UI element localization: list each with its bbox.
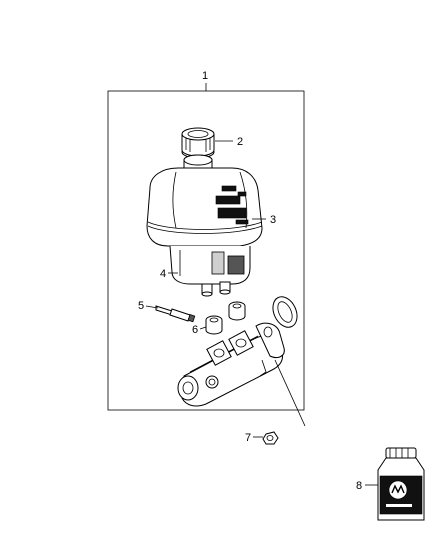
callout-2: 2 [215, 136, 243, 148]
callout-5-label: 5 [138, 300, 144, 312]
callout-4-label: 4 [160, 268, 166, 280]
level-sensor [155, 305, 196, 323]
callout-1-label: 1 [202, 70, 208, 82]
callout-6-label: 6 [192, 324, 198, 336]
mopar-logo-icon [388, 480, 408, 500]
callout-6-leader [199, 326, 207, 330]
callout-6: 6 [192, 324, 207, 336]
callout-8-label: 8 [356, 480, 362, 492]
callout-1: 1 [202, 70, 208, 91]
master-cylinder [177, 322, 285, 407]
nut-leader [274, 359, 306, 427]
grommets [205, 301, 246, 335]
fluid-reservoir [146, 154, 263, 297]
callout-4: 4 [160, 268, 178, 280]
callout-2-label: 2 [237, 136, 243, 148]
callout-3-label: 3 [270, 214, 276, 226]
callout-7-label: 7 [245, 432, 251, 444]
mounting-nut [262, 431, 279, 445]
brake-fluid-bottle [377, 447, 425, 521]
callout-3: 3 [252, 214, 276, 226]
callout-5: 5 [138, 300, 159, 312]
callout-5-leader [145, 305, 159, 309]
callout-7: 7 [245, 432, 263, 444]
callout-8: 8 [356, 480, 378, 492]
reservoir-cap [181, 127, 215, 159]
o-ring-seal [272, 296, 298, 328]
